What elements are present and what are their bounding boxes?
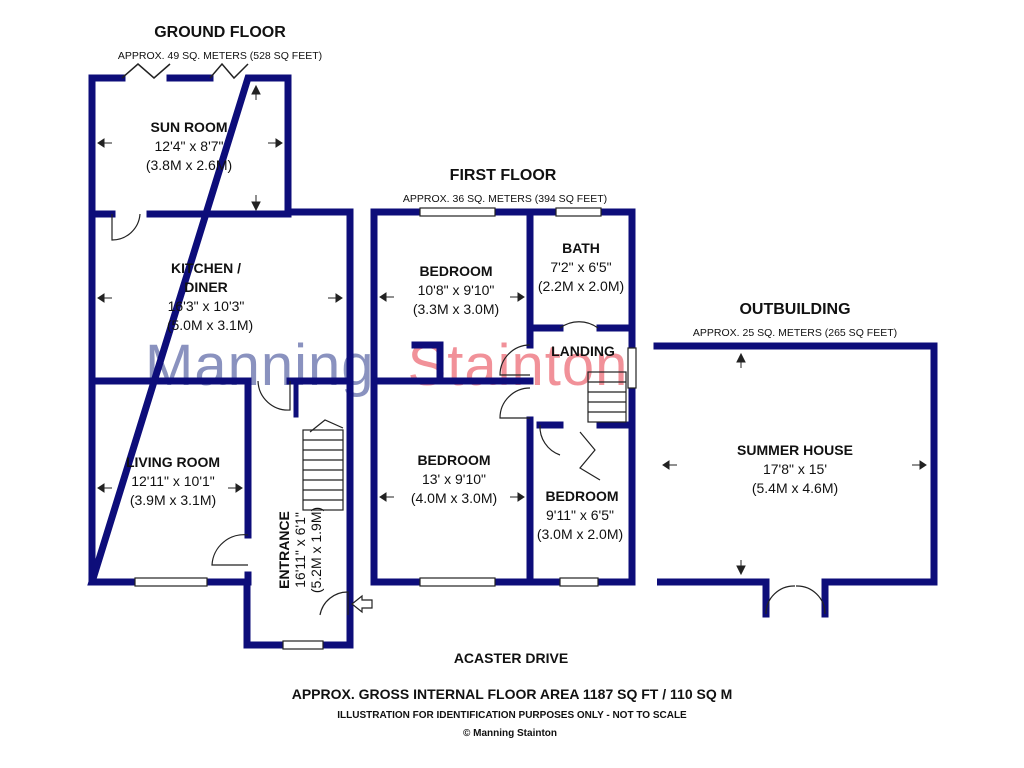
- bath-dim-metric: (2.2M x 2.0M): [537, 278, 625, 294]
- ground-door-arcs: [111, 213, 349, 616]
- watermark: Manning Stainton: [145, 332, 628, 399]
- bedroom1-dim-imperial: 10'8" x 9'10": [417, 282, 495, 298]
- kitchen-dim-imperial: 16'3" x 10'3": [167, 298, 245, 314]
- kitchen-name: KITCHEN /: [171, 260, 241, 276]
- landing-name: LANDING: [551, 343, 615, 359]
- ground-windows: [134, 577, 324, 650]
- watermark-part2: Stainton: [407, 333, 629, 398]
- bath-dim-imperial: 7'2" x 6'5": [550, 259, 612, 275]
- outbuilding-area: APPROX. 25 SQ. METERS (265 SQ FEET): [692, 327, 898, 339]
- bedroom2-name: BEDROOM: [417, 452, 491, 468]
- entrance-name: ENTRANCE: [276, 511, 292, 589]
- bedroom2-dim-metric: (4.0M x 3.0M): [410, 490, 498, 506]
- bedroom1-dim-metric: (3.3M x 3.0M): [412, 301, 500, 317]
- summer-house-dim-metric: (5.4M x 4.6M): [751, 480, 839, 496]
- ground-floor-title: GROUND FLOOR: [154, 24, 286, 41]
- kitchen-dim-metric: (5.0M x 3.1M): [166, 317, 254, 333]
- disclaimer: ILLUSTRATION FOR IDENTIFICATION PURPOSES…: [337, 710, 687, 721]
- living-room-dim-metric: (3.9M x 3.1M): [129, 492, 217, 508]
- entrance-dim-imperial: 16'11" x 6'1": [292, 512, 308, 588]
- living-room-dim-imperial: 12'11" x 10'1": [131, 473, 215, 489]
- entrance-label-group: ENTRANCE 16'11" x 6'1" (5.2M x 1.9M): [276, 507, 324, 593]
- kitchen-name2: DINER: [184, 279, 228, 295]
- bedroom2-dim-imperial: 13' x 9'10": [421, 471, 487, 487]
- bedroom3-dim-imperial: 9'11" x 6'5": [546, 507, 614, 523]
- sun-room-dim-imperial: 12'4" x 8'7": [154, 138, 224, 154]
- first-floor-outline: [370, 208, 636, 586]
- first-floor-windows: [419, 207, 637, 587]
- bedroom3-dim-metric: (3.0M x 2.0M): [536, 526, 624, 542]
- bedroom1-name: BEDROOM: [419, 263, 493, 279]
- sun-room-dim-metric: (3.8M x 2.6M): [145, 157, 233, 173]
- first-floor-details: [499, 321, 627, 481]
- outbuilding-door-frame: [762, 578, 829, 618]
- ground-floor-area: APPROX. 49 SQ. METERS (528 SQ FEET): [117, 50, 323, 62]
- entrance-dim-metric: (5.2M x 1.9M): [308, 506, 324, 594]
- bath-name: BATH: [562, 240, 600, 256]
- summer-house-name: SUMMER HOUSE: [737, 442, 853, 458]
- first-floor-area: APPROX. 36 SQ. METERS (394 SQ FEET): [402, 193, 608, 205]
- gross-area: APPROX. GROSS INTERNAL FLOOR AREA 1187 S…: [291, 686, 733, 702]
- first-floor-title: FIRST FLOOR: [449, 167, 557, 184]
- living-room-name: LIVING ROOM: [125, 454, 221, 470]
- bedroom3-name: BEDROOM: [545, 488, 619, 504]
- dimension-arrows: [97, 84, 927, 576]
- ground-stairs: [302, 419, 344, 511]
- street-name: ACASTER DRIVE: [453, 650, 569, 666]
- summer-house-dim-imperial: 17'8" x 15': [762, 461, 828, 477]
- wall-bed1-inner: [411, 341, 444, 385]
- outbuilding-outline: [653, 342, 938, 586]
- copyright: © Manning Stainton: [462, 728, 558, 739]
- outbuilding-doors: [765, 585, 826, 615]
- entrance-arrow-icon: [351, 594, 373, 614]
- outbuilding-title: OUTBUILDING: [739, 301, 851, 318]
- sunroom-doors: [121, 62, 249, 80]
- sun-room-name: SUN ROOM: [150, 119, 228, 135]
